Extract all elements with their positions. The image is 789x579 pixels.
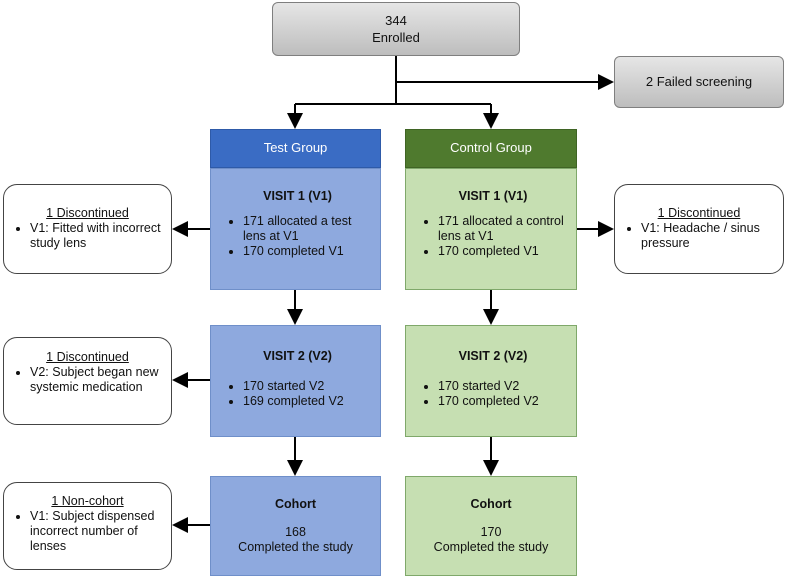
control-cohort-count: 170 xyxy=(480,525,502,539)
side-box-title: 1 Non-cohort xyxy=(51,494,124,508)
enrolled-box: 344 Enrolled xyxy=(272,2,520,56)
list-item: V1: Fitted with incorrect study lens xyxy=(30,221,165,251)
list-item: V2: Subject began new systemic medicatio… xyxy=(30,365,165,395)
control-group-header: Control Group xyxy=(405,129,577,168)
control-visit2-box: VISIT 2 (V2) 170 started V2 170 complete… xyxy=(405,325,577,437)
test-cohort-title: Cohort xyxy=(275,497,316,511)
test-cohort-box: Cohort 168 Completed the study xyxy=(210,476,381,576)
enrolled-label: Enrolled xyxy=(372,30,420,45)
control-visit2-title: VISIT 2 (V2) xyxy=(458,349,528,363)
control-visit1-box: VISIT 1 (V1) 171 allocated a control len… xyxy=(405,168,577,290)
control-v1-discontinued-box: 1 Discontinued V1: Headache / sinus pres… xyxy=(614,184,784,274)
enrolled-count: 344 xyxy=(385,13,407,28)
failed-screening-box: 2 Failed screening xyxy=(614,56,784,108)
side-box-title: 1 Discontinued xyxy=(657,206,741,220)
test-visit2-box: VISIT 2 (V2) 170 started V2 169 complete… xyxy=(210,325,381,437)
test-visit1-title: VISIT 1 (V1) xyxy=(263,189,332,203)
list-item: 171 allocated a test lens at V1 xyxy=(243,214,372,244)
side-box-title: 1 Discontinued xyxy=(46,350,129,364)
test-v1-discontinued-box: 1 Discontinued V1: Fitted with incorrect… xyxy=(3,184,172,274)
control-cohort-title: Cohort xyxy=(470,497,512,511)
list-item: 169 completed V2 xyxy=(243,394,372,409)
control-cohort-box: Cohort 170 Completed the study xyxy=(405,476,577,576)
test-cohort-label: Completed the study xyxy=(238,540,353,554)
control-cohort-label: Completed the study xyxy=(433,540,549,554)
test-visit2-title: VISIT 2 (V2) xyxy=(263,349,332,363)
control-visit1-title: VISIT 1 (V1) xyxy=(458,189,528,203)
list-item: V1: Headache / sinus pressure xyxy=(641,221,777,251)
side-box-title: 1 Discontinued xyxy=(46,206,129,220)
test-noncohort-box: 1 Non-cohort V1: Subject dispensed incor… xyxy=(3,482,172,570)
list-item: 170 started V2 xyxy=(438,379,568,394)
test-cohort-count: 168 xyxy=(285,525,306,539)
list-item: 170 completed V1 xyxy=(438,244,568,259)
test-v2-discontinued-box: 1 Discontinued V2: Subject began new sys… xyxy=(3,337,172,425)
list-item: 170 completed V1 xyxy=(243,244,372,259)
list-item: 170 completed V2 xyxy=(438,394,568,409)
test-group-header: Test Group xyxy=(210,129,381,168)
list-item: 170 started V2 xyxy=(243,379,372,394)
list-item: V1: Subject dispensed incorrect number o… xyxy=(30,509,165,554)
test-visit1-box: VISIT 1 (V1) 171 allocated a test lens a… xyxy=(210,168,381,290)
failed-screening-label: 2 Failed screening xyxy=(645,74,753,89)
list-item: 171 allocated a control lens at V1 xyxy=(438,214,568,244)
